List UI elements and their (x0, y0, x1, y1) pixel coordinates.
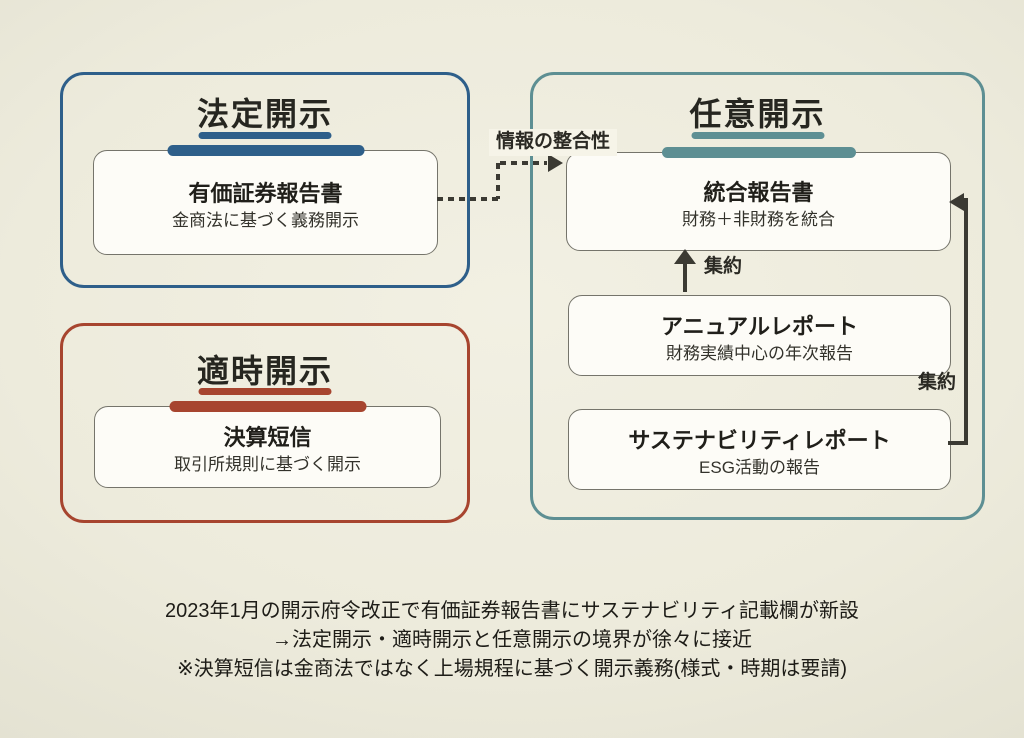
group-voluntary-disclosure: 任意開示 統合報告書 財務＋非財務を統合 アニュアルレポート 財務実績中心の年次… (530, 72, 985, 520)
card-title-securities-report: 有価証券報告書 (188, 180, 343, 206)
card-accent-bar-red (169, 401, 366, 412)
card-subtitle-annual-report: 財務実績中心の年次報告 (666, 343, 853, 363)
card-securities-report: 有価証券報告書 金商法に基づく義務開示 (93, 145, 438, 255)
group-timely-disclosure: 適時開示 決算短信 取引所規則に基づく開示 (60, 323, 470, 523)
aggregate-annual-label: 集約 (704, 256, 743, 277)
note-line-3: ※決算短信は金商法ではなく上場規程に基づく開示義務(様式・時期は要請) (176, 658, 848, 680)
aggregate-annual-arrow-stem (683, 261, 687, 292)
card-accent-bar-blue (167, 145, 364, 156)
aggregate-sustainability-arrowhead-left-icon (949, 193, 964, 211)
consistency-label: 情報の整合性 (489, 129, 618, 156)
note-line-2: →法定開示・適時開示と任意開示の境界が徐々に接近 (272, 629, 752, 651)
card-subtitle-securities-report: 金商法に基づく義務開示 (172, 210, 359, 230)
title-underline-statutory (198, 132, 332, 139)
notes-block: 2023年1月の開示府令改正で有価証券報告書にサステナビリティ記載欄が新設 →法… (0, 597, 1024, 684)
group-title-statutory: 法定開示 (196, 96, 333, 132)
card-integrated-report: 統合報告書 財務＋非財務を統合 (566, 147, 951, 251)
card-subtitle-earnings-summary: 取引所規則に基づく開示 (174, 455, 361, 474)
aggregate-annual-arrowhead-up-icon (674, 249, 696, 264)
card-accent-bar-teal (661, 147, 856, 158)
card-title-sustainability-report: サステナビリティレポート (628, 427, 891, 453)
card-earnings-summary: 決算短信 取引所規則に基づく開示 (94, 401, 441, 488)
group-statutory-disclosure: 法定開示 有価証券報告書 金商法に基づく義務開示 (60, 72, 470, 288)
group-title-timely: 適時開示 (196, 353, 333, 389)
aggregate-sustainability-connector-vertical (964, 198, 968, 445)
card-subtitle-integrated-report: 財務＋非財務を統合 (682, 209, 835, 229)
card-title-earnings-summary: 決算短信 (223, 425, 312, 450)
note-line-1: 2023年1月の開示府令改正で有価証券報告書にサステナビリティ記載欄が新設 (164, 600, 859, 622)
card-subtitle-sustainability-report: ESG活動の報告 (699, 457, 820, 477)
title-underline-timely (198, 388, 332, 395)
consistency-arrowhead-right-icon (548, 154, 563, 172)
card-title-integrated-report: 統合報告書 (703, 179, 814, 205)
consistency-connector-segment-top (500, 161, 547, 165)
card-title-annual-report: アニュアルレポート (661, 313, 858, 339)
consistency-connector-segment-bottom (437, 197, 498, 201)
group-title-voluntary: 任意開示 (689, 96, 826, 132)
card-annual-report: アニュアルレポート 財務実績中心の年次報告 (568, 295, 951, 376)
title-underline-voluntary (691, 132, 824, 139)
aggregate-sustainability-connector-bottom (948, 441, 968, 445)
aggregate-sustainability-label: 集約 (918, 372, 957, 393)
consistency-connector-segment-vertical (496, 163, 500, 199)
card-sustainability-report: サステナビリティレポート ESG活動の報告 (568, 409, 951, 490)
